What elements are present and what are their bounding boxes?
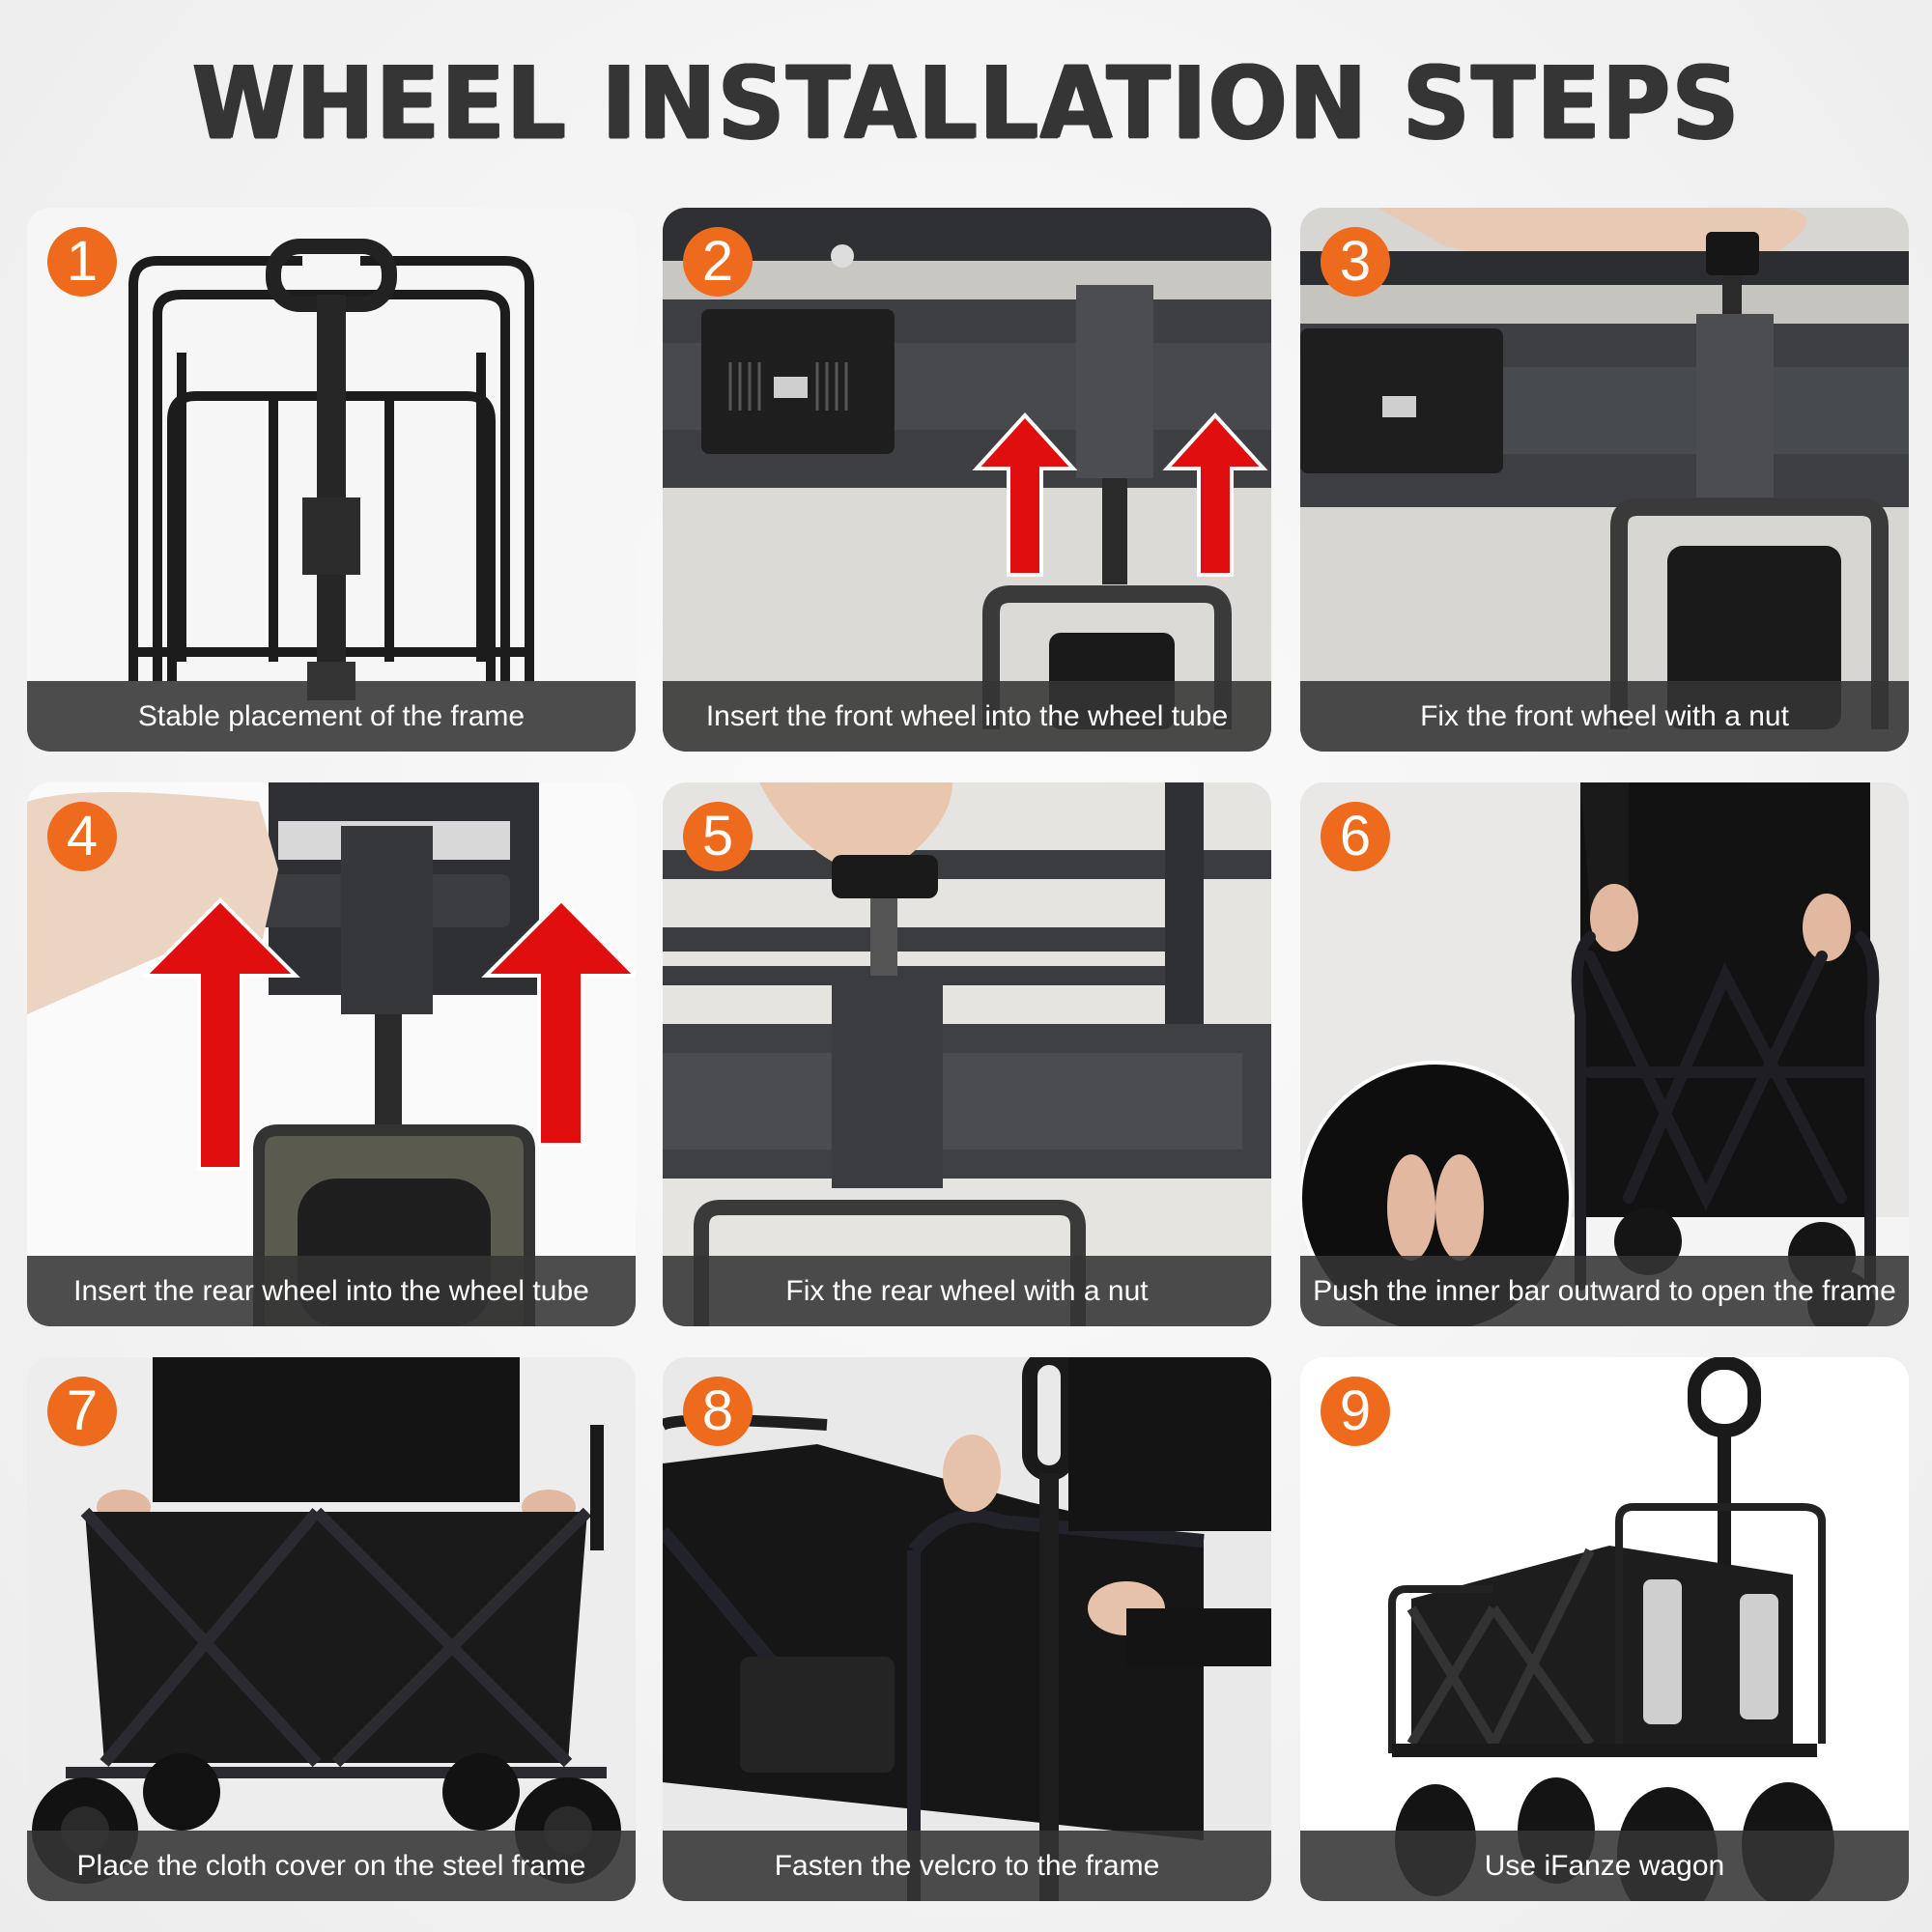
step-panel-6: 6 Push the inner bar outward to open the… (1300, 782, 1909, 1326)
step-caption: Fasten the velcro to the frame (663, 1831, 1271, 1901)
step-number-badge: 2 (683, 227, 753, 297)
step-number-badge: 5 (683, 802, 753, 871)
step-panel-1: 1 Stable placement of the frame (27, 208, 636, 752)
placing-cloth-cover-icon (27, 1357, 636, 1901)
step-caption: Use iFanze wagon (1300, 1831, 1909, 1901)
step-panel-4: 4 Insert the rear wheel into the wheel t… (27, 782, 636, 1326)
step-caption: Insert the front wheel into the wheel tu… (663, 681, 1271, 752)
step-caption: Fix the front wheel with a nut (1300, 681, 1909, 752)
step-caption: Push the inner bar outward to open the f… (1300, 1256, 1909, 1326)
step-caption: Fix the rear wheel with a nut (663, 1256, 1271, 1326)
step-number-badge: 6 (1321, 802, 1390, 871)
folded-wagon-frame-icon (27, 208, 636, 752)
step-caption: Place the cloth cover on the steel frame (27, 1831, 636, 1901)
step-panel-9: 9 Use iFanze wagon (1300, 1357, 1909, 1901)
fastening-velcro-icon (663, 1357, 1271, 1901)
step-panel-3: 3 Fix the front wheel with a nut (1300, 208, 1909, 752)
step-panel-7: 7 Place the cloth cover on the steel fra… (27, 1357, 636, 1901)
step-panel-2: 2 Insert the front wheel into the wheel … (663, 208, 1271, 752)
step-panel-5: 5 Fix the rear wheel with a nut (663, 782, 1271, 1326)
step-number-badge: 7 (47, 1377, 117, 1446)
step-number-badge: 9 (1321, 1377, 1390, 1446)
step-number-badge: 3 (1321, 227, 1390, 297)
step-number-badge: 4 (47, 802, 117, 871)
front-wheel-insert-with-arrows-icon (663, 208, 1271, 752)
step-caption: Stable placement of the frame (27, 681, 636, 752)
assembled-wagon-icon (1300, 1357, 1909, 1901)
rear-wheel-insert-with-arrows-icon (27, 782, 636, 1326)
step-caption: Insert the rear wheel into the wheel tub… (27, 1256, 636, 1326)
step-number-badge: 1 (47, 227, 117, 297)
step-panel-8: 8 Fasten the velcro to the frame (663, 1357, 1271, 1901)
opening-scissor-frame-icon (1300, 782, 1909, 1326)
page-title: WHEEL INSTALLATION STEPS (191, 44, 1741, 162)
step-number-badge: 8 (683, 1377, 753, 1446)
fingers-tightening-nut-icon (663, 782, 1271, 1326)
hand-tightening-nut-icon (1300, 208, 1909, 752)
